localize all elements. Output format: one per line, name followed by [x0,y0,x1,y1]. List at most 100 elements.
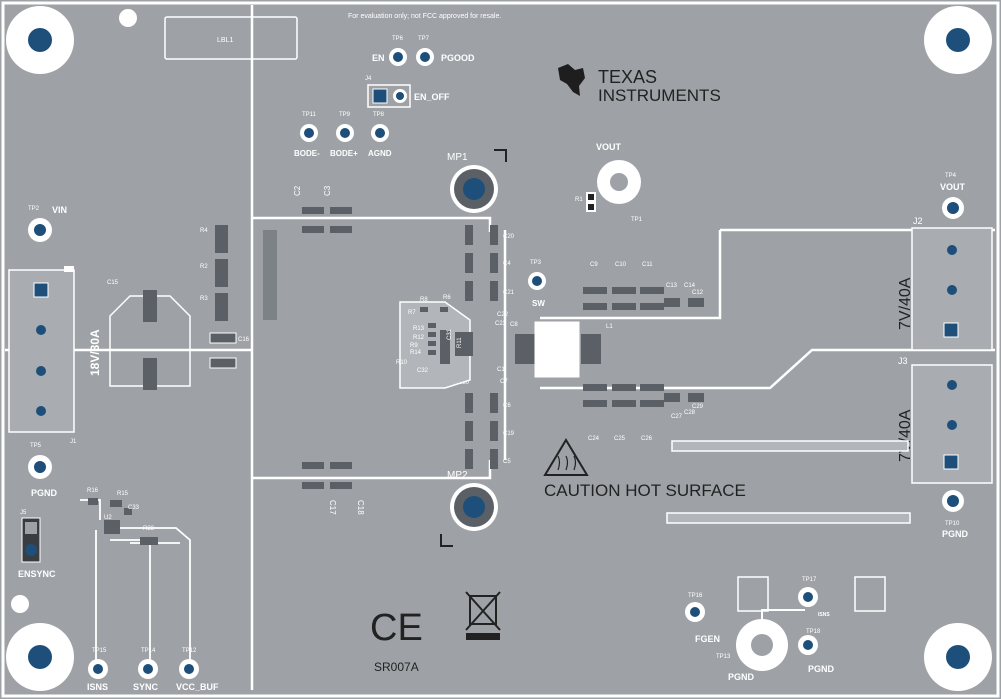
svg-text:PGND: PGND [808,664,835,674]
svg-text:TP3: TP3 [530,260,542,266]
svg-text:C8: C8 [510,322,518,328]
testpoint-pgnd-sync[interactable]: TP14 SYNC [133,648,159,692]
sync-components: R16 R15 C33 U2 R23 [87,488,158,545]
svg-text:R3: R3 [200,296,208,302]
svg-text:C17: C17 [328,500,337,515]
svg-text:C29: C29 [692,404,704,410]
testpoint-vcc-buf[interactable]: TP12 VCC_BUF [176,648,219,692]
testpoint-agnd[interactable]: TP8 AGND [368,112,392,158]
svg-text:C27: C27 [671,414,683,420]
label-box: LBL1 [164,16,298,60]
caution-hot-surface: CAUTION HOT SURFACE [543,438,746,500]
svg-text:PGND: PGND [728,672,755,682]
svg-text:C1: C1 [497,367,505,373]
load-strips [666,440,911,524]
svg-text:PGOOD: PGOOD [441,53,475,63]
via-pads [737,576,886,612]
svg-text:R23: R23 [143,526,155,532]
svg-text:7V/40A: 7V/40A [897,409,914,462]
svg-text:TP1: TP1 [631,217,643,223]
svg-text:TP12: TP12 [182,648,197,654]
svg-text:C13: C13 [666,283,678,289]
svg-text:TP18: TP18 [806,629,821,635]
svg-text:C18: C18 [356,500,365,515]
svg-text:C2: C2 [293,185,302,196]
ce-mark: CE [370,607,423,649]
svg-text:C3: C3 [323,185,332,196]
svg-text:MP2: MP2 [447,470,468,481]
svg-text:R8: R8 [420,297,428,303]
svg-text:TP9: TP9 [339,112,351,118]
svg-text:R4: R4 [200,228,208,234]
svg-text:TP13: TP13 [716,654,731,660]
svg-text:R9: R9 [410,343,418,349]
connector-j4[interactable]: J4 EN_OFF [365,76,450,108]
testpoint-bode-minus[interactable]: TP11 BODE- [294,112,320,158]
testpoint-isns-small[interactable]: TP17 ISNS [798,577,830,618]
capacitor-c15: C15 [107,280,191,390]
svg-text:C33: C33 [128,505,140,511]
testpoint-isns-ring[interactable]: TP13 PGND [716,609,805,682]
testpoint-pgnd-output[interactable]: TP10 PGND [942,490,969,539]
connector-j5[interactable]: J5 ENSYNC [18,510,56,579]
capacitor-column-center: C20 C4 C21 C22 C23 C8 C1 C7 C30 C6 C19 C… [458,225,518,469]
svg-text:VCC_BUF: VCC_BUF [176,682,219,692]
capacitors-input-bottom: C17 C18 [302,462,365,515]
testpoint-vin[interactable]: TP2 VIN [28,205,67,242]
svg-text:EN_OFF: EN_OFF [414,92,450,102]
svg-text:TP16: TP16 [688,593,703,599]
ti-logo: TEXAS INSTRUMENTS [558,64,721,105]
inductor-l1: L1 [515,321,613,378]
testpoint-vout[interactable]: TP4 VOUT [940,173,966,219]
svg-text:TP17: TP17 [802,577,817,583]
connector-j2[interactable]: J2 7V/40A [897,216,993,351]
svg-text:MP1: MP1 [447,152,468,163]
svg-text:R14: R14 [410,350,422,356]
svg-text:LBL1: LBL1 [217,37,233,44]
svg-text:FGEN: FGEN [695,634,720,644]
svg-text:C7: C7 [500,379,508,385]
connector-j3[interactable]: J3 7V/40A [897,356,993,484]
svg-text:C32: C32 [417,368,429,374]
svg-text:ISNS: ISNS [87,682,108,692]
svg-text:7V/40A: 7V/40A [897,277,914,330]
svg-text:PGND: PGND [942,529,969,539]
svg-text:C24: C24 [588,436,600,442]
testpoint-pgnd-isns[interactable]: TP18 PGND [798,629,835,674]
svg-text:R12: R12 [413,335,425,341]
svg-text:C22: C22 [497,312,509,318]
testpoint-fgen[interactable]: TP16 FGEN [685,593,720,644]
weee-bin-icon [465,591,501,640]
svg-text:SW: SW [532,299,545,308]
testpoint-vout-ring[interactable]: VOUT TP1 R1 [575,142,643,223]
svg-text:L1: L1 [606,324,613,330]
connector-j1[interactable]: J1 18V/30A [8,266,102,445]
svg-text:C5: C5 [503,459,511,465]
testpoint-sw[interactable]: TP3 SW [528,260,546,308]
svg-text:BODE+: BODE+ [330,149,358,158]
svg-text:TP11: TP11 [302,112,317,118]
svg-text:TP4: TP4 [945,173,957,179]
svg-text:R1: R1 [575,197,583,203]
capacitors-output-top: C9 C10 C11 C13 C14 C12 [583,262,704,310]
svg-text:R16: R16 [87,488,99,494]
svg-text:C6: C6 [503,403,511,409]
testpoint-en[interactable]: TP6 EN [372,36,407,66]
svg-text:C25: C25 [614,436,626,442]
svg-text:C26: C26 [641,436,653,442]
svg-text:C28: C28 [684,410,696,416]
testpoint-pgnd-input[interactable]: TP5 PGND [28,443,58,498]
testpoint-bode-plus[interactable]: TP9 BODE+ [330,112,358,158]
svg-text:J5: J5 [20,510,27,516]
mount-mp1: MP1 [447,149,507,213]
testpoint-sync[interactable]: TP15 ISNS [87,648,108,692]
svg-text:C21: C21 [503,290,515,296]
capacitors-output-bottom: C24 C25 C26 C27 C28 C29 [583,384,704,442]
svg-text:C23: C23 [495,321,507,327]
testpoint-pgood[interactable]: TP7 PGOOD [416,36,475,66]
svg-text:TP2: TP2 [28,206,40,212]
svg-text:C4: C4 [503,261,511,267]
svg-text:VIN: VIN [52,205,67,215]
svg-text:TP5: TP5 [30,443,42,449]
